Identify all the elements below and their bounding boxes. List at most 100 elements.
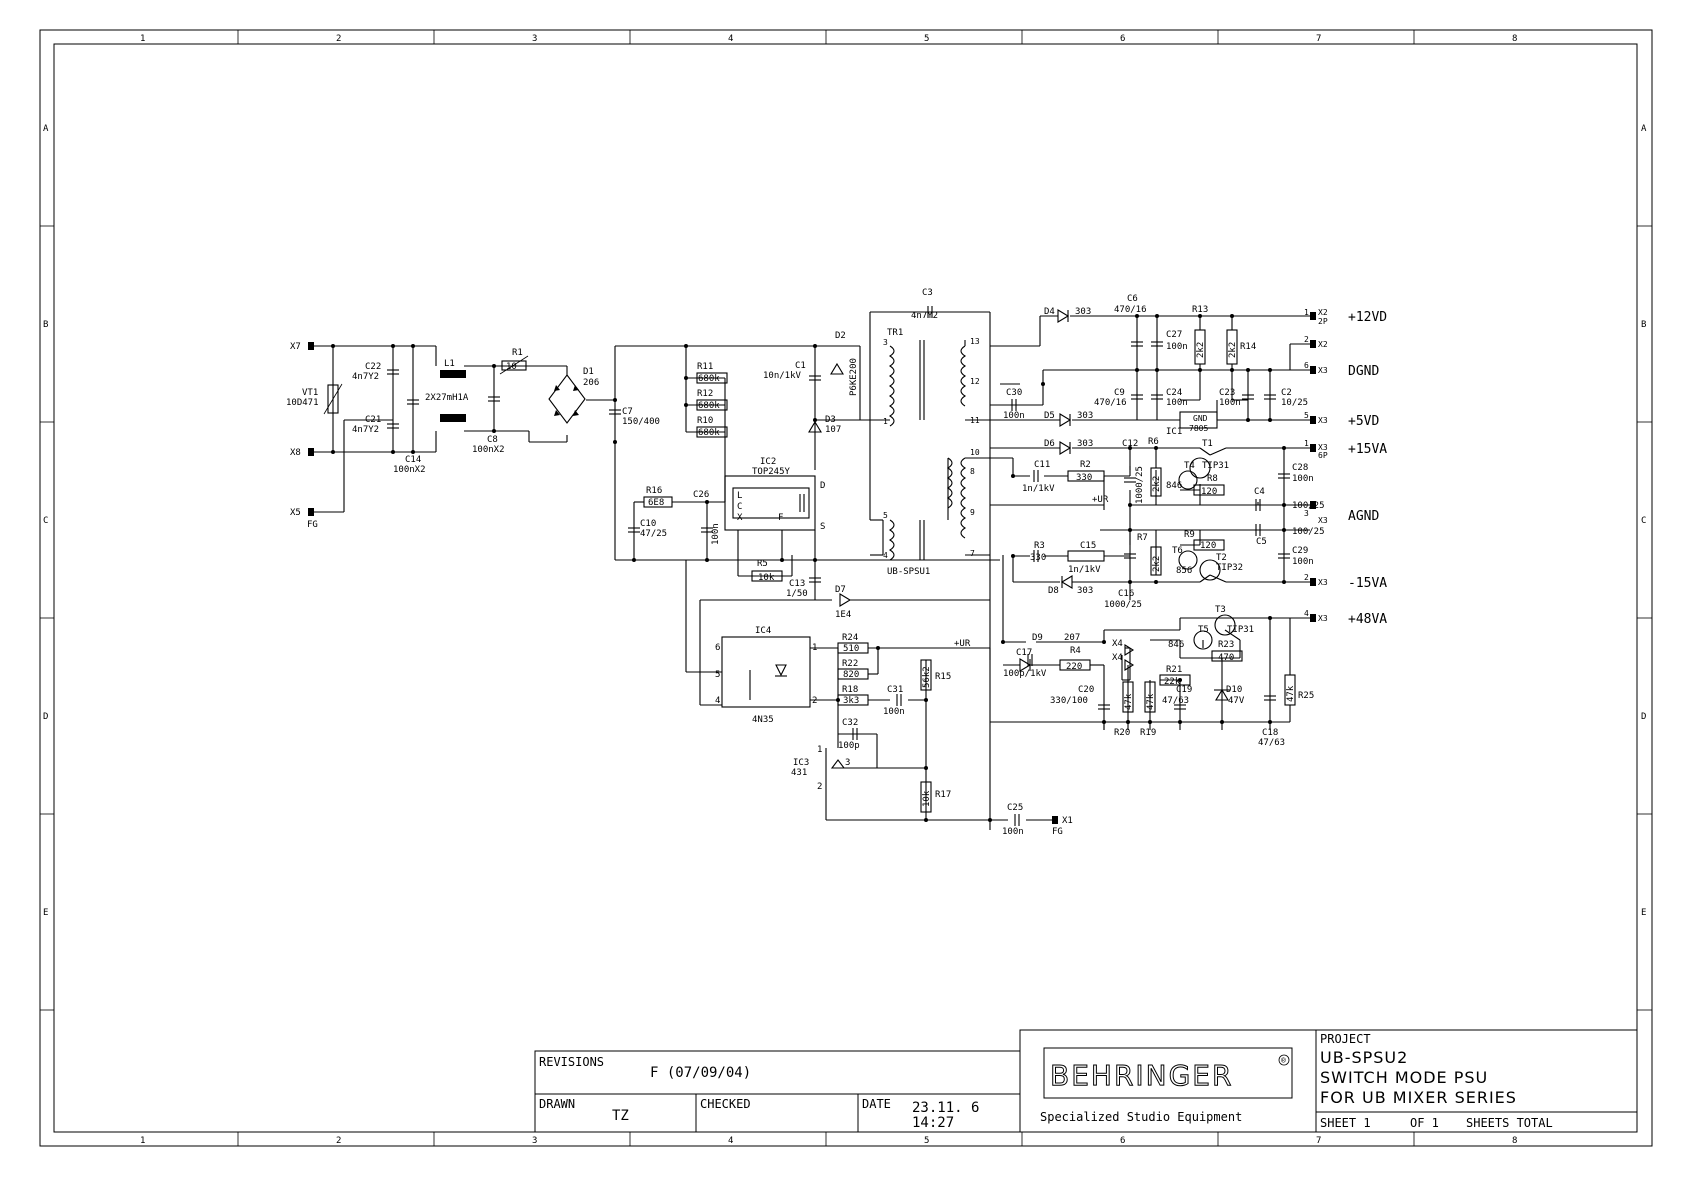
d3-diode	[808, 420, 822, 433]
r4-value: 220	[1066, 662, 1082, 672]
x3-connector-icon	[1310, 614, 1316, 622]
r17-resistor	[920, 781, 932, 813]
tr1-pin-9: 9	[970, 508, 975, 517]
c14-ref: C14	[405, 455, 421, 465]
c31-value: 100n	[883, 707, 905, 717]
drawn-label: DRAWN	[539, 1097, 575, 1111]
d1-value: 206	[583, 378, 599, 388]
x3-connector-icon	[1310, 366, 1316, 374]
d5-diode	[1059, 413, 1072, 427]
r19-value: 47k	[1146, 693, 1156, 710]
c32-value: 100p	[838, 741, 860, 751]
d6-diode	[1059, 441, 1072, 455]
r18-value: 3k3	[843, 696, 859, 706]
x5-label: X5	[290, 508, 301, 518]
d10-zener-diode	[1215, 688, 1229, 701]
c29-value: 100n	[1292, 557, 1314, 567]
r23-value: 470	[1218, 653, 1234, 663]
x3-connector-icon	[1310, 444, 1316, 452]
ic3-tl431	[830, 759, 846, 769]
c31-ref: C31	[887, 685, 903, 695]
tr1-pin-13: 13	[970, 337, 980, 346]
transformer-tr1: 3 1 5 4 13 12 11 10 8 9 7	[860, 337, 991, 830]
ic1-gnd: GND	[1193, 414, 1208, 423]
x7-label: X7	[290, 342, 301, 352]
c21-ref: C21	[365, 415, 381, 425]
c26-value: 100n	[711, 523, 721, 545]
phantom-48v: D9 207 C17 100p/1kV R4 220 X4 X4 T3 TIP3…	[990, 555, 1387, 748]
x2-connector-icon	[1310, 312, 1316, 320]
date-label: DATE	[862, 1097, 891, 1111]
c18-value: 47/63	[1258, 738, 1285, 748]
row-d: D	[43, 712, 48, 722]
col-8: 8	[1512, 34, 1517, 44]
r4-ref: R4	[1070, 646, 1081, 656]
ic3-pin-3: 3	[845, 758, 850, 768]
c29-ref: C29	[1292, 546, 1308, 556]
x4b-label: X4	[1112, 653, 1123, 663]
r16-value: 6E8	[648, 498, 664, 508]
x3-connector-icon	[1310, 501, 1316, 509]
ic1-value: 7805	[1189, 424, 1208, 433]
c7-ref: C7	[622, 407, 633, 417]
tr1-pin-11: 11	[970, 416, 980, 425]
tagline: Specialized Studio Equipment	[1040, 1110, 1242, 1124]
tr1-pin-4: 4	[883, 551, 888, 560]
c22-value: 4n7Y2	[352, 372, 379, 382]
outer-frame	[39, 29, 1653, 1147]
t3-ref: T3	[1215, 605, 1226, 615]
c1-value: 10n/1kV	[763, 371, 802, 381]
l1-value: 2X27mH1A	[425, 393, 469, 403]
c4-value: 100/25	[1292, 501, 1325, 511]
t4-transistor	[1178, 470, 1198, 490]
col-2: 2	[336, 34, 341, 44]
c5-value: 100/25	[1292, 527, 1325, 537]
x3-connector-icon	[1310, 578, 1316, 586]
registered-mark-icon	[1278, 1054, 1290, 1066]
c30-ref: C30	[1006, 388, 1022, 398]
tr1-pin-1: 1	[883, 417, 888, 426]
ic2-pin-f: F	[778, 513, 783, 523]
x8-connector-icon	[308, 448, 314, 456]
t1-ref: T1	[1202, 439, 1213, 449]
tr1-pin-12: 12	[970, 377, 980, 386]
r24-resistor	[837, 642, 869, 654]
fg2-label: FG	[1052, 827, 1063, 837]
c28-ref: C28	[1292, 463, 1308, 473]
r20-ref: R20	[1114, 728, 1130, 738]
time-value: 14:27	[912, 1115, 954, 1131]
c3-ref: C3	[922, 288, 933, 298]
rail-plus48va: +48VA	[1348, 612, 1387, 627]
row-d: D	[1641, 712, 1646, 722]
row-labels-right: A B C D E	[1641, 124, 1647, 918]
feedback-section: IC4 4N35 6 5 4 1 2 R24 510 R22 820 R18 3…	[715, 626, 1073, 837]
c27-ref: C27	[1166, 330, 1182, 340]
r15-ref: R15	[935, 672, 951, 682]
ic4-pin-1: 1	[812, 643, 817, 653]
revisions-label: REVISIONS	[539, 1055, 604, 1069]
r6-value: 2k2	[1152, 476, 1162, 492]
t3-value: TIP31	[1227, 625, 1254, 635]
r8-resistor	[1193, 484, 1225, 496]
ic2-pin-x: X	[737, 513, 743, 523]
c20-ref: C20	[1078, 685, 1094, 695]
l1-ref: L1	[444, 359, 455, 369]
t1-transistor	[1189, 457, 1211, 479]
r20-resistor	[1122, 681, 1134, 713]
r1-ntc	[501, 360, 527, 371]
row-b: B	[1641, 320, 1646, 330]
x3d-pin: 3	[1304, 509, 1309, 518]
ic4-ref: IC4	[755, 626, 771, 636]
c32-ref: C32	[842, 718, 858, 728]
r22-resistor	[837, 668, 869, 680]
c12-value: 1000/25	[1135, 466, 1145, 504]
c15-ref: C15	[1080, 541, 1096, 551]
c5-ref: C5	[1256, 537, 1267, 547]
r7-value: 2k2	[1152, 556, 1162, 572]
d2-tvs-diode	[830, 362, 844, 375]
c11-value: 1n/1kV	[1022, 484, 1055, 494]
x2-connector-icon	[1310, 340, 1316, 348]
c9-value: 470/16	[1094, 398, 1127, 408]
x1-label: X1	[1062, 816, 1073, 826]
r7-resistor	[1150, 546, 1162, 576]
